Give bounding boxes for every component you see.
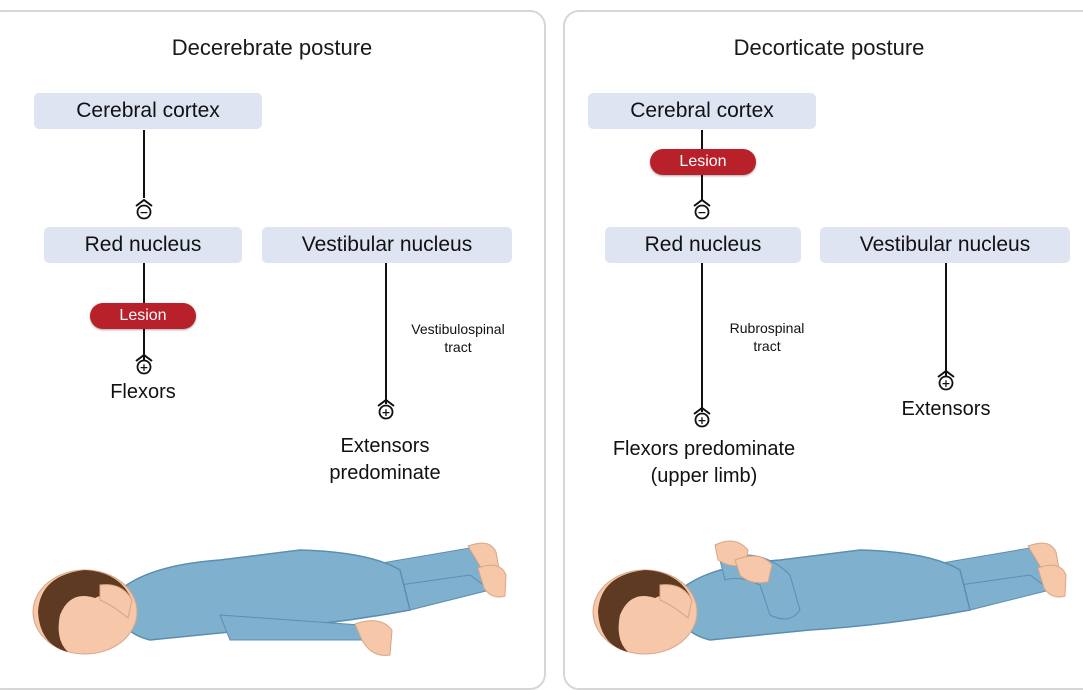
patient-illustrations [0, 0, 1083, 675]
decorticate-patient-illustration [593, 541, 1066, 654]
decerebrate-patient-illustration [33, 543, 506, 655]
